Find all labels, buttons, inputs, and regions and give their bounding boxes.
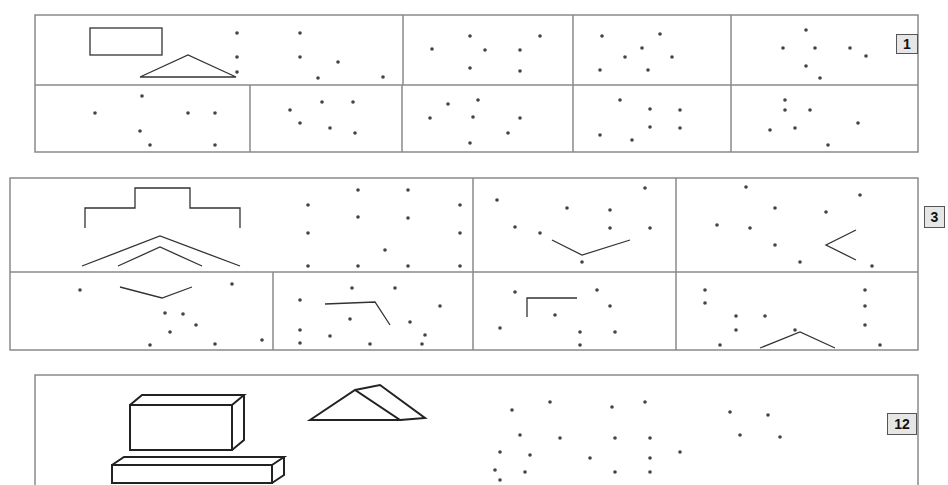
panel-frames (10, 15, 918, 485)
plate-number: 3 (924, 206, 945, 228)
callout-number: 1 (903, 37, 911, 51)
model-figures (82, 28, 856, 348)
solid-figures (112, 385, 425, 483)
dot-field (78, 28, 882, 482)
plate-number: 1 (896, 34, 918, 54)
callout-number: 3 (931, 210, 939, 224)
callout-number: 12 (894, 417, 910, 431)
plate-number: 12 (887, 413, 917, 435)
